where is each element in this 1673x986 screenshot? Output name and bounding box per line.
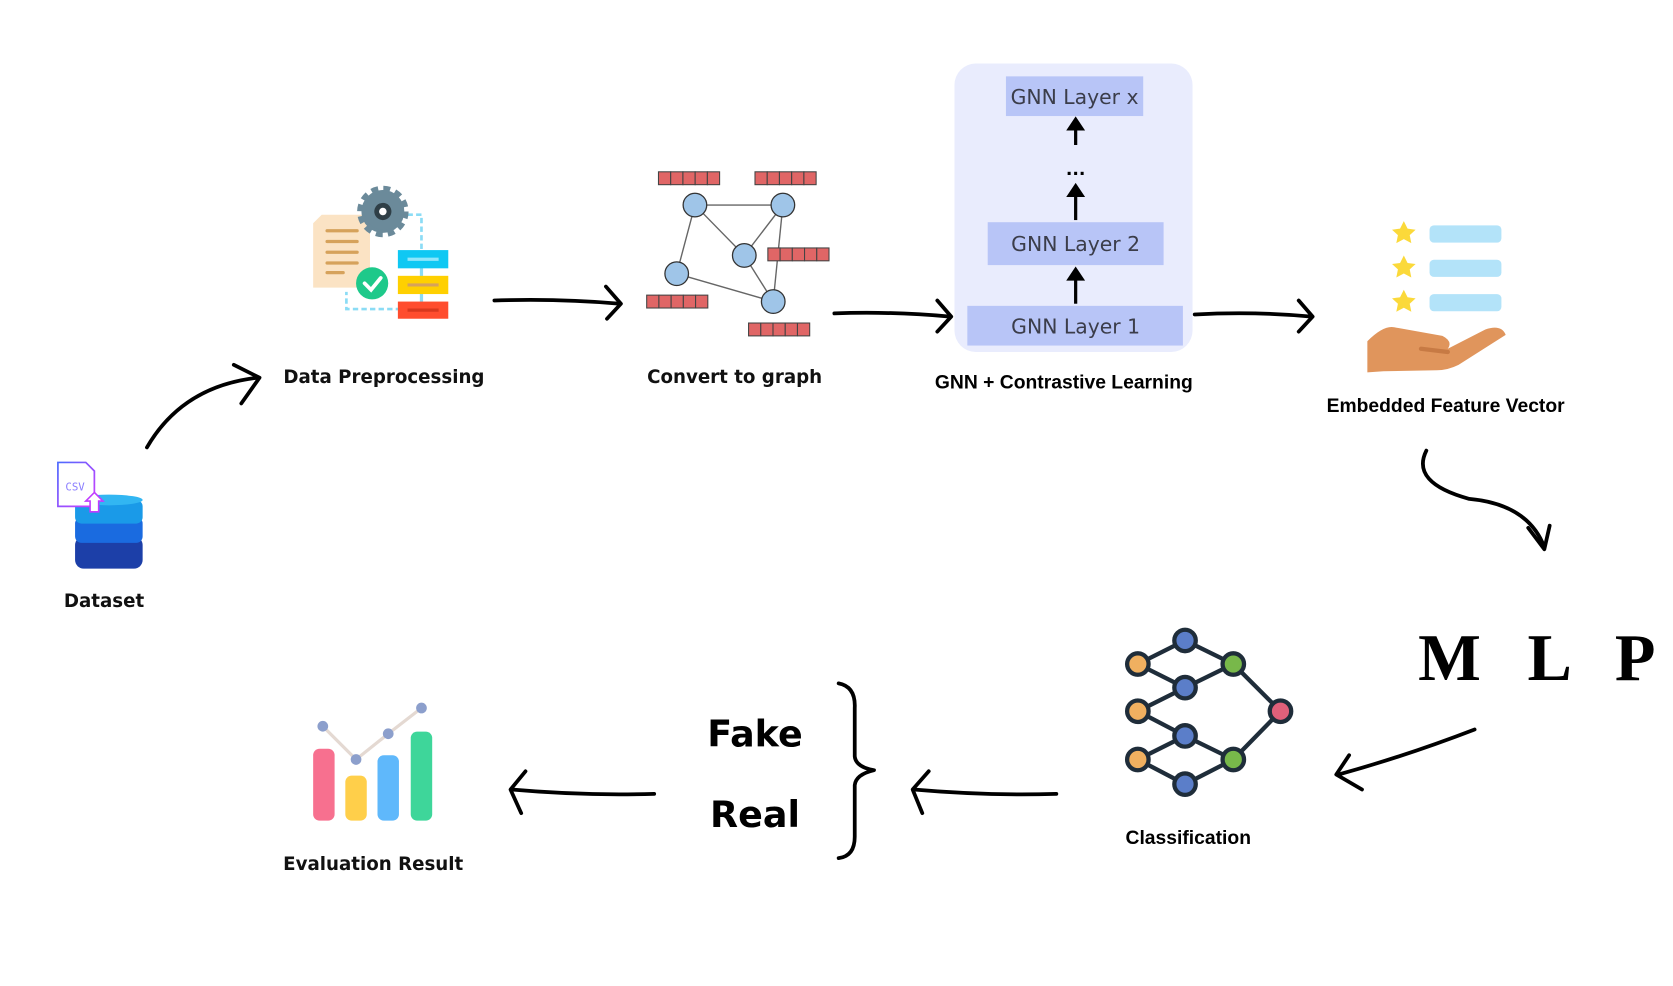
feature-cell: [695, 294, 709, 309]
arrow-embedding-to-mlp: [1421, 448, 1552, 552]
feature-cell: [646, 294, 660, 309]
output-real: Real: [710, 793, 800, 836]
embedding-icon: [1367, 221, 1506, 373]
gnn-layer-1: [967, 305, 1183, 346]
nn-node: [1124, 651, 1151, 677]
classification-label: Classification: [1126, 828, 1251, 849]
output-fake: Fake: [707, 713, 802, 756]
feature-cell: [778, 171, 793, 186]
arrow-dataset-to-preprocessing: [145, 362, 262, 450]
nn-node: [1172, 674, 1198, 701]
evaluation-label: Evaluation Result: [283, 854, 463, 875]
gnn-panel: GNN Layer x GNN Layer 2 GNN Layer 1 ...: [954, 63, 1193, 352]
check-icon: [356, 267, 389, 300]
gnn-layer-x: [1005, 76, 1144, 117]
preprocessing-icon: [313, 185, 449, 319]
arrow-preprocessing-to-graph: [492, 284, 623, 321]
feature-cell: [754, 171, 768, 186]
feature-cell: [791, 247, 806, 262]
gnn-layer-x-label: GNN Layer x: [1011, 85, 1139, 109]
graph-node: [731, 243, 757, 268]
arrow-graph-to-gnn: [832, 298, 954, 334]
bar-chart-icon: [313, 702, 433, 821]
feature-cell: [670, 171, 684, 186]
feature-cell: [803, 171, 817, 186]
arrow-mlp-to-classification: [1334, 727, 1477, 792]
feature-cell: [784, 322, 798, 337]
graph-icon: [646, 171, 830, 337]
gnn-layer-2-label: GNN Layer 2: [1011, 232, 1140, 256]
gnn-layer-1-label: GNN Layer 1: [1011, 315, 1140, 339]
arrow-classification-to-outputs: [910, 769, 1059, 815]
graph-label: Convert to graph: [647, 367, 822, 388]
feature-cell: [816, 247, 830, 262]
preprocessing-label: Data Preprocessing: [283, 367, 484, 388]
feature-cell: [706, 171, 721, 186]
dataset-label: Dataset: [64, 591, 145, 612]
curly-brace: [836, 681, 876, 861]
neural-network-icon: [1124, 627, 1294, 798]
feature-cell: [779, 247, 793, 262]
feature-cell: [766, 171, 780, 186]
star-icon: [1392, 221, 1416, 312]
nn-node: [1220, 651, 1247, 677]
feature-cell: [658, 294, 672, 309]
feature-cell: [670, 294, 684, 309]
feature-cell: [791, 171, 805, 186]
embedding-label: Embedded Feature Vector: [1327, 396, 1566, 417]
feature-cell: [682, 294, 697, 309]
nn-node: [1172, 723, 1198, 749]
gnn-ellipsis: ...: [1066, 160, 1086, 180]
nn-node: [1220, 746, 1247, 773]
nn-node: [1172, 771, 1198, 798]
graph-node: [682, 192, 708, 218]
gear-icon: [357, 185, 409, 238]
dataset-icon: CSV: [57, 461, 143, 569]
gnn-label: GNN + Contrastive Learning: [935, 372, 1193, 393]
graph-node: [664, 261, 690, 287]
mlp-label: M L P: [1418, 622, 1670, 695]
feature-cell: [767, 247, 781, 262]
feature-cell: [772, 322, 786, 337]
feature-cell: [694, 171, 708, 186]
feature-cell: [748, 322, 762, 337]
feature-cell: [796, 322, 811, 337]
graph-node: [770, 192, 796, 218]
arrow-gnn-to-embedding: [1192, 298, 1315, 334]
feature-cell: [682, 171, 696, 186]
nn-node: [1124, 746, 1151, 773]
csv-label: CSV: [65, 480, 85, 493]
graph-edge: [676, 273, 774, 303]
feature-cell: [760, 322, 774, 337]
nn-node: [1124, 698, 1151, 725]
feature-cell: [657, 171, 672, 186]
feature-cell: [804, 247, 818, 262]
graph-node: [760, 289, 786, 315]
arrow-outputs-to-evaluation: [508, 769, 657, 815]
nn-node: [1172, 627, 1198, 654]
nn-node: [1267, 698, 1294, 725]
gnn-layer-2: [987, 222, 1164, 266]
